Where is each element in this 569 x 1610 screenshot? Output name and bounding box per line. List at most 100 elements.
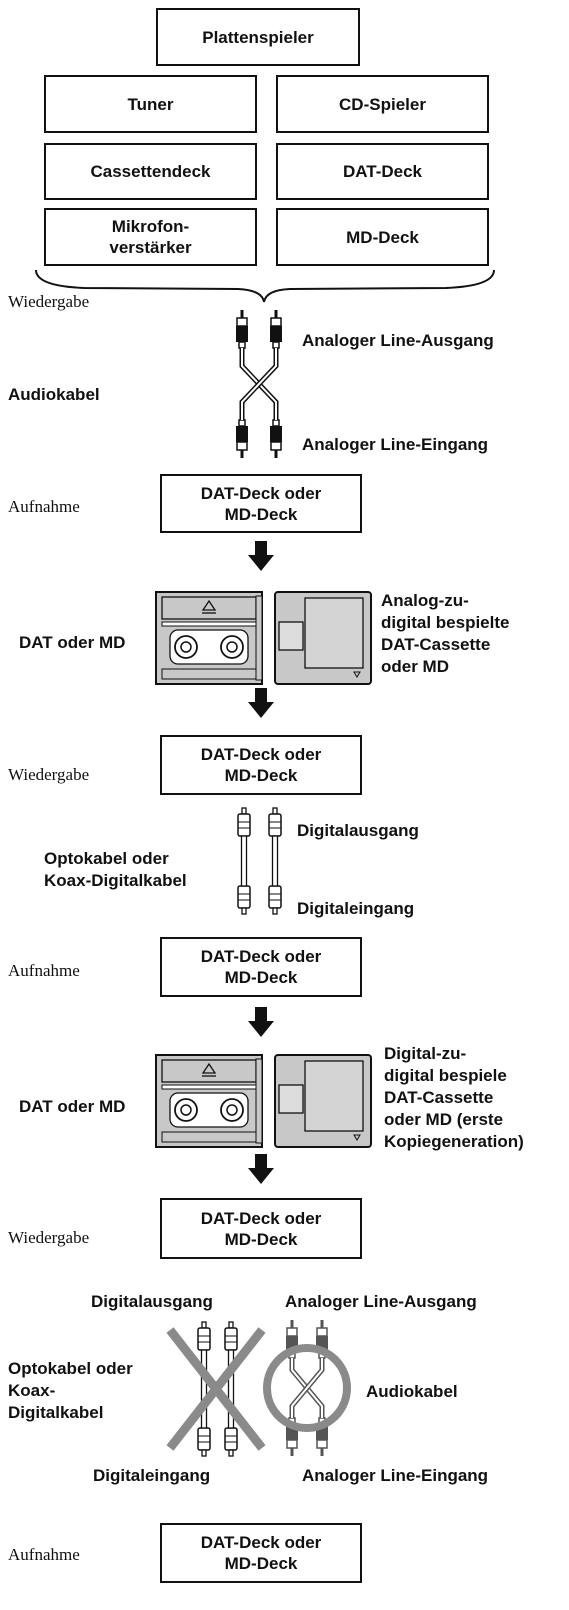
rca-tip bbox=[274, 310, 278, 318]
source-md-deck: MD-Deck bbox=[276, 208, 489, 266]
digital-cable-2a bbox=[237, 807, 251, 915]
digi-body bbox=[197, 1427, 211, 1451]
source-plattenspieler: Plattenspieler bbox=[156, 8, 360, 66]
md-arrow bbox=[353, 671, 361, 678]
mode-aufnahme-1: Aufnahme bbox=[8, 497, 80, 516]
arrow-down-3 bbox=[248, 1007, 274, 1037]
digi-tip bbox=[272, 807, 278, 815]
digi-tip bbox=[201, 1321, 207, 1329]
rca-body bbox=[270, 426, 282, 442]
rca-collar bbox=[286, 1439, 298, 1449]
mode-wiedergabe-2: Wiedergabe bbox=[8, 765, 90, 784]
digital-out-label-2: Digitalausgang bbox=[297, 821, 419, 840]
dat-triangle bbox=[201, 1062, 217, 1074]
rca-collar bbox=[236, 317, 248, 327]
digi-tip bbox=[241, 807, 247, 815]
dat-side-edge bbox=[255, 595, 263, 681]
dat-stripe bbox=[161, 1084, 257, 1090]
digi-tip bbox=[201, 1449, 207, 1457]
rca-tip bbox=[240, 310, 244, 318]
audio-cable-3 bbox=[286, 1320, 328, 1456]
rca-body bbox=[236, 326, 248, 342]
arrow-down-1 bbox=[248, 541, 274, 571]
optokabel-label-2: Optokabel oder Koax-Digitalkabel bbox=[44, 849, 187, 890]
player-box-2: DAT-Deck oder MD-Deck bbox=[160, 735, 362, 795]
digi-body bbox=[268, 885, 282, 909]
media2-description: Digital-zu- digital bespiele DAT-Cassett… bbox=[384, 1044, 524, 1151]
md-disc-1 bbox=[274, 591, 372, 685]
dat-side-edge bbox=[255, 1058, 263, 1144]
optokabel-label-3: Optokabel oder Koax- Digitalkabel bbox=[8, 1359, 133, 1422]
arrow-down-2 bbox=[248, 688, 274, 718]
source-cd-spieler: CD-Spieler bbox=[276, 75, 489, 133]
dat-hub bbox=[226, 1104, 238, 1116]
rca-boot bbox=[272, 419, 280, 427]
digi-wire bbox=[227, 1349, 235, 1429]
rca-body bbox=[236, 426, 248, 442]
rca-tip bbox=[290, 1448, 294, 1456]
digital-cable-3a bbox=[197, 1321, 211, 1457]
digi-tip bbox=[228, 1321, 234, 1329]
rca-collar bbox=[270, 317, 282, 327]
md-arrow bbox=[353, 1134, 361, 1141]
md-slider bbox=[278, 1084, 304, 1114]
rca-tip bbox=[290, 1320, 294, 1328]
digital-cable-2b bbox=[268, 807, 282, 915]
digi-tip bbox=[272, 907, 278, 915]
mode-aufnahme-2: Aufnahme bbox=[8, 961, 80, 980]
recorder-box-2: DAT-Deck oder MD-Deck bbox=[160, 937, 362, 997]
source-brace bbox=[35, 269, 495, 303]
recorder-box-1: DAT-Deck oder MD-Deck bbox=[160, 474, 362, 533]
dat-oder-md-label-1: DAT oder MD bbox=[19, 633, 126, 652]
dat-triangle bbox=[201, 599, 217, 611]
mode-wiedergabe-3: Wiedergabe bbox=[8, 1228, 90, 1247]
rca-tip bbox=[274, 450, 278, 458]
digi-wire bbox=[271, 835, 279, 887]
digi-body bbox=[237, 885, 251, 909]
digi-body bbox=[197, 1327, 211, 1351]
dat-cassette-1 bbox=[155, 591, 263, 685]
analog-in-label-3: Analoger Line-Eingang bbox=[302, 1466, 489, 1485]
digi-body bbox=[268, 813, 282, 837]
rca-tip bbox=[240, 450, 244, 458]
dat-hub bbox=[180, 1104, 192, 1116]
digital-out-label-3: Digitalausgang bbox=[91, 1292, 213, 1311]
prohibited-cross bbox=[166, 1327, 266, 1451]
rca-collar bbox=[316, 1439, 328, 1449]
analog-out-label-3: Analoger Line-Ausgang bbox=[285, 1292, 477, 1311]
digital-in-label-3: Digitaleingang bbox=[93, 1466, 211, 1485]
rca-boot bbox=[238, 341, 246, 349]
source-cassettendeck: Cassettendeck bbox=[44, 143, 257, 200]
rca-boot bbox=[238, 419, 246, 427]
digi-wire bbox=[200, 1349, 208, 1429]
digital-cable-3b bbox=[224, 1321, 238, 1457]
digi-wire bbox=[240, 835, 248, 887]
md-shutter bbox=[304, 597, 364, 669]
rca-collar bbox=[286, 1327, 298, 1337]
allowed-circle bbox=[263, 1344, 351, 1432]
arrow-down-4 bbox=[248, 1154, 274, 1184]
dat-hub bbox=[180, 641, 192, 653]
source-dat-deck: DAT-Deck bbox=[276, 143, 489, 200]
audiokabel-label-3: Audiokabel bbox=[366, 1382, 458, 1401]
dat-stripe bbox=[161, 621, 257, 627]
digi-body bbox=[237, 813, 251, 837]
cable-wire-inner bbox=[241, 348, 277, 420]
source-tuner: Tuner bbox=[44, 75, 257, 133]
dat-cassette-2 bbox=[155, 1054, 263, 1148]
analog-in-label-1: Analoger Line-Eingang bbox=[302, 435, 489, 454]
digi-tip bbox=[228, 1449, 234, 1457]
dat-oder-md-label-2: DAT oder MD bbox=[19, 1097, 126, 1116]
cable-wire-inner bbox=[291, 1358, 323, 1418]
rca-tip bbox=[320, 1320, 324, 1328]
digital-in-label-2: Digitaleingang bbox=[297, 899, 415, 918]
source-mikrofonverstaerker: Mikrofon- verstärker bbox=[44, 208, 257, 266]
rca-collar bbox=[316, 1327, 328, 1337]
rca-boot bbox=[272, 341, 280, 349]
mode-aufnahme-3: Aufnahme bbox=[8, 1545, 80, 1564]
player-box-3: DAT-Deck oder MD-Deck bbox=[160, 1198, 362, 1259]
audiokabel-label-1: Audiokabel bbox=[8, 385, 100, 404]
rca-collar bbox=[236, 441, 248, 451]
